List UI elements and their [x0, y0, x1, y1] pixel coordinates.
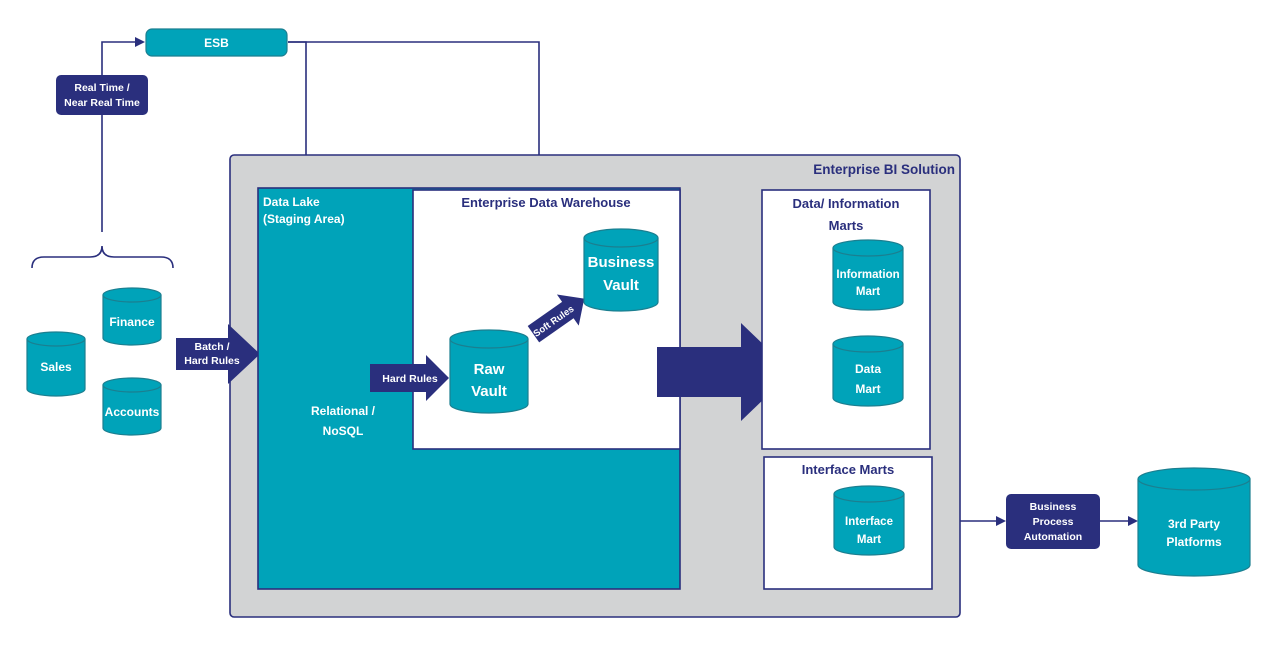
realtime-flow-line — [101, 37, 145, 232]
enterprise-bi-title: Enterprise BI Solution — [813, 162, 955, 177]
realtime-line2: Near Real Time — [64, 97, 140, 109]
interface-mart-cylinder[interactable]: Interface Mart — [833, 485, 905, 556]
business-vault-cylinder[interactable]: Business Vault — [583, 228, 659, 312]
sources-brace — [31, 245, 174, 269]
data-mart-line1: Data — [855, 362, 881, 376]
information-mart-cylinder[interactable]: Information Mart — [832, 239, 904, 311]
data-lake-subtitle: (Staging Area) — [263, 212, 345, 226]
bpa-line1: Business — [1030, 501, 1077, 513]
big-flow-arrow — [657, 323, 792, 421]
accounts-label: Accounts — [105, 405, 160, 419]
source-sales-cylinder[interactable]: Sales — [26, 331, 86, 397]
interface-mart-line1: Interface — [845, 516, 893, 528]
business-vault-line1: Business — [588, 254, 655, 271]
bpa-node[interactable]: Business Process Automation — [1006, 494, 1100, 549]
source-accounts-cylinder[interactable]: Accounts — [102, 377, 162, 436]
batch-line1: Batch / — [194, 341, 229, 353]
data-lake-title: Data Lake — [263, 195, 320, 209]
sales-label: Sales — [40, 360, 72, 374]
info-marts-title-line1: Data/ Information — [793, 196, 900, 211]
third-party-line2: Platforms — [1166, 535, 1222, 549]
batch-arrow: Batch / Hard Rules — [176, 324, 260, 384]
raw-vault-line2: Vault — [471, 383, 507, 400]
data-mart-cylinder[interactable]: Data Mart — [832, 335, 904, 407]
source-finance-cylinder[interactable]: Finance — [102, 287, 162, 346]
esb-node[interactable]: ESB — [145, 28, 288, 57]
interface-mart-line2: Mart — [857, 534, 881, 546]
bpa-line2: Process — [1033, 516, 1074, 528]
third-party-line1: 3rd Party — [1168, 517, 1220, 531]
info-mart-line1: Information — [836, 269, 899, 281]
esb-to-edw-line — [288, 41, 544, 187]
esb-label: ESB — [204, 36, 229, 50]
hard-rules-label: Hard Rules — [382, 373, 438, 385]
edw-title: Enterprise Data Warehouse — [461, 195, 630, 210]
info-marts-title-line2: Marts — [829, 218, 864, 233]
data-lake-tech-line1: Relational / — [311, 404, 376, 418]
info-mart-line2: Mart — [856, 286, 880, 298]
hard-rules-arrow: Hard Rules — [370, 355, 449, 401]
business-vault-line2: Vault — [603, 277, 639, 294]
third-party-cylinder[interactable]: 3rd Party Platforms — [1137, 467, 1251, 577]
realtime-badge: Real Time / Near Real Time — [56, 75, 148, 115]
data-mart-line2: Mart — [855, 382, 880, 396]
raw-vault-cylinder[interactable]: Raw Vault — [449, 329, 529, 414]
batch-line2: Hard Rules — [184, 355, 240, 367]
raw-vault-line1: Raw — [474, 361, 505, 378]
interface-marts-title: Interface Marts — [802, 462, 894, 477]
finance-label: Finance — [109, 315, 155, 329]
data-lake-tech-line2: NoSQL — [323, 424, 364, 438]
realtime-line1: Real Time / — [74, 82, 129, 94]
bpa-line3: Automation — [1024, 531, 1082, 543]
information-marts-box[interactable]: Data/ Information Marts — [761, 189, 931, 450]
